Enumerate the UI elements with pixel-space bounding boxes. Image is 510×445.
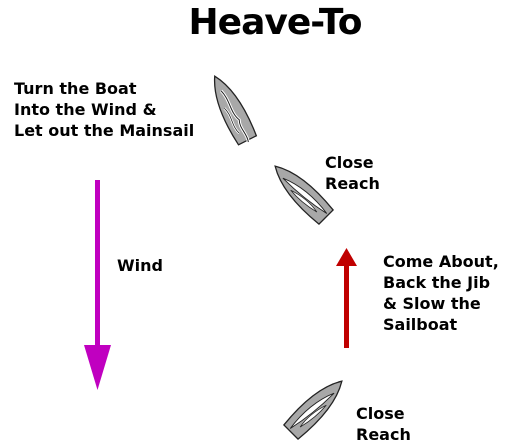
- boat-into-wind: [205, 71, 259, 147]
- wind-arrow: [84, 180, 111, 390]
- come-about-arrow: [336, 248, 357, 348]
- boat-close-reach-bottom: [283, 373, 350, 440]
- boat-close-reach-top: [267, 158, 334, 225]
